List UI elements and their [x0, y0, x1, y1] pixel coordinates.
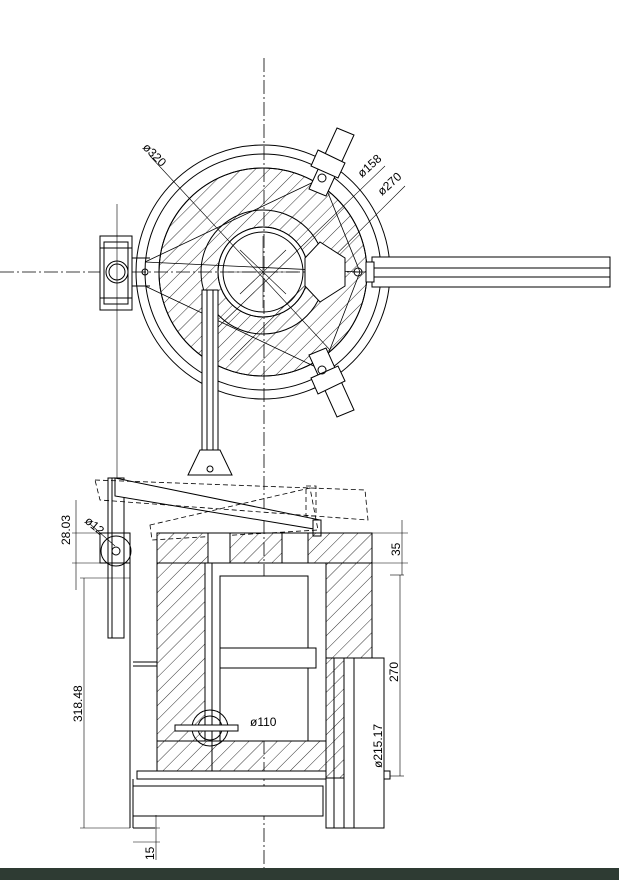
dim-318-48: 318.48	[71, 685, 85, 722]
dim-35: 35	[389, 542, 403, 556]
right-jaw	[304, 241, 346, 303]
leader-d320	[149, 155, 331, 351]
inner-cup	[211, 563, 317, 775]
center-mark	[228, 236, 298, 308]
dim-28-03: 28.03	[59, 515, 73, 545]
dimension-lines	[72, 500, 408, 860]
left-hinge	[99, 204, 150, 560]
dim-d270: ø270	[375, 169, 405, 198]
vertical-lever	[187, 289, 233, 476]
front-view	[72, 477, 408, 860]
dim-d215-17: ø215.17	[371, 724, 385, 768]
inner-bore-2	[222, 231, 304, 313]
leader-d158	[214, 165, 386, 331]
dim-d12: ø12	[82, 514, 107, 538]
top-plate	[156, 532, 373, 564]
lever-link	[99, 477, 322, 639]
lever-alt-position	[94, 479, 369, 541]
clamp-bar-bottom	[308, 347, 355, 418]
dim-d320: ø320	[140, 140, 169, 169]
dim-270: 270	[387, 662, 401, 682]
dim-d110: ø110	[250, 715, 277, 729]
top-view	[0, 58, 611, 872]
dim-d158: ø158	[355, 151, 385, 180]
right-handle	[365, 256, 611, 288]
dim-15: 15	[143, 846, 157, 860]
clamp-bar-top	[308, 127, 355, 197]
bottom-bar	[0, 868, 619, 880]
bottom-wheel	[174, 709, 239, 747]
right-pillar	[325, 657, 385, 829]
base-frame	[129, 563, 324, 829]
